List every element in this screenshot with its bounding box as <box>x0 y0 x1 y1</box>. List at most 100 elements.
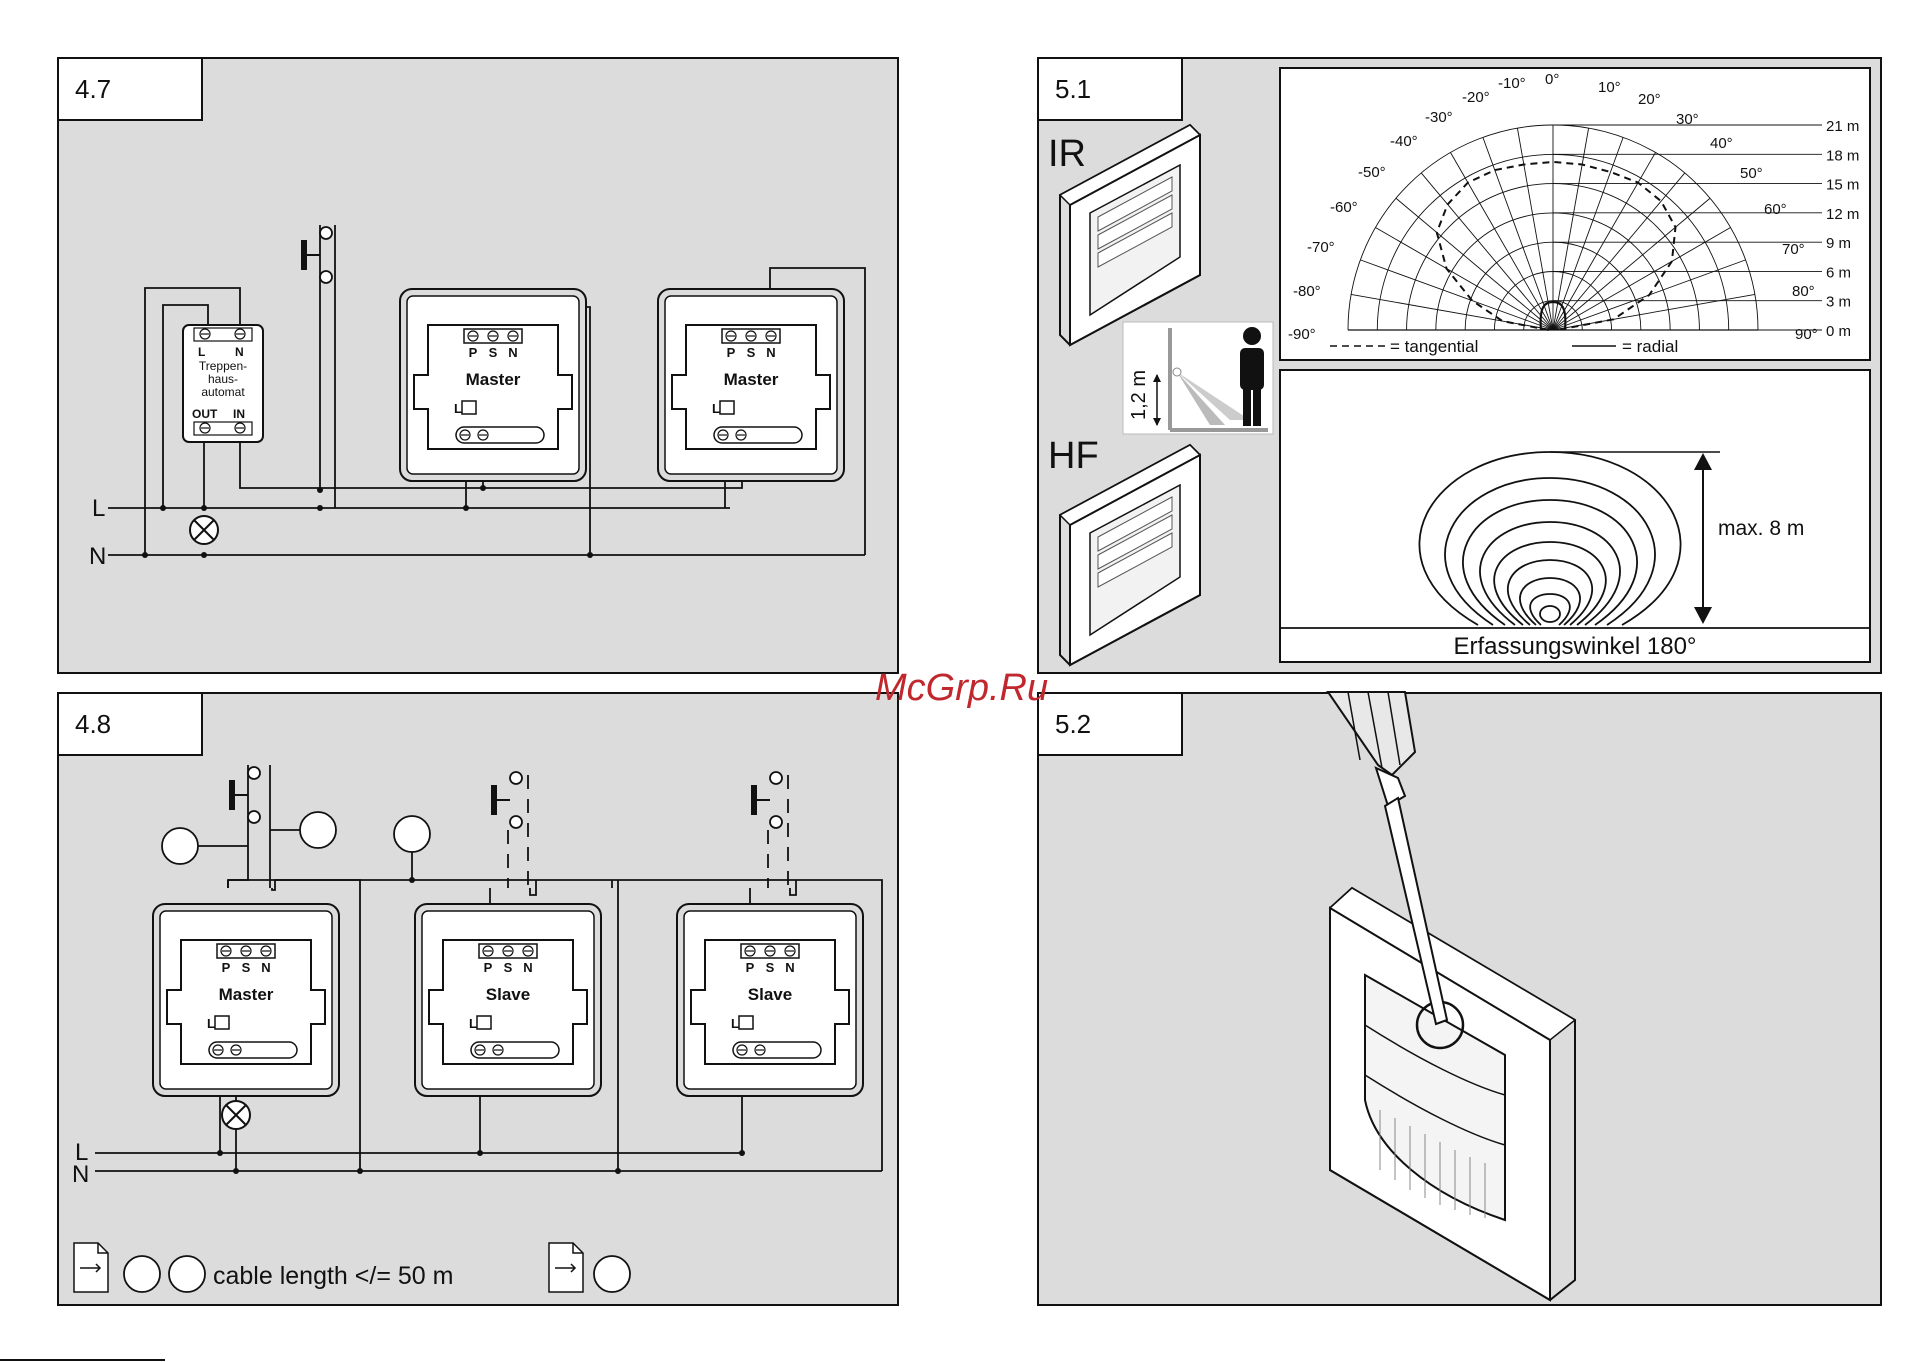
terminal-label: L <box>712 401 720 416</box>
angle-label: -60° <box>1330 199 1358 216</box>
line-N-label: N <box>72 1161 89 1188</box>
document-icon <box>548 1242 584 1293</box>
master-name: Master <box>466 370 521 389</box>
number-circle <box>168 1255 206 1293</box>
number-circle <box>593 1255 631 1293</box>
number-circle <box>393 815 431 853</box>
terminal-label: P <box>746 960 755 975</box>
panel-5-2: 5.2 <box>1037 691 1882 1306</box>
terminal-label: L <box>207 1016 215 1031</box>
terminal-label: S <box>504 960 513 975</box>
junctions-48 <box>217 877 745 1174</box>
document-icon <box>73 1242 109 1293</box>
ir-polar-chart: 21 m18 m15 m12 m9 m6 m3 m0 m-10°-20°-30°… <box>1279 67 1871 361</box>
angle-label: 80° <box>1792 283 1815 300</box>
timer-in: IN <box>233 407 245 421</box>
timer-N: N <box>235 345 244 359</box>
staircase-timer: L N Treppen- haus- automat OUT IN <box>182 324 264 443</box>
distance-label: 12 m <box>1826 206 1859 223</box>
polar-grid <box>1347 124 1822 331</box>
distance-label: 6 m <box>1826 264 1851 281</box>
angle-label: -20° <box>1462 89 1490 106</box>
angle-label: 60° <box>1764 201 1787 218</box>
terminal-label: S <box>766 960 775 975</box>
angle-label: 70° <box>1782 241 1805 258</box>
timer-name: haus- <box>208 372 238 386</box>
footer-48: cable length </= 50 m <box>73 1242 631 1293</box>
angle-label: 40° <box>1710 135 1733 152</box>
terminal-label: P <box>469 345 478 360</box>
line-L-label: L <box>75 1139 88 1166</box>
cable-length-note: cable length </= 50 m <box>213 1262 453 1290</box>
lamp-symbol <box>189 515 219 545</box>
panel-5-1: 5.1 IR HF 1,2 m 21 m18 m15 m12 m9 m6 m3 … <box>1037 57 1882 674</box>
screwdriver-illustration <box>1326 691 1449 1026</box>
number-circle <box>123 1255 161 1293</box>
wiring-47 <box>108 225 866 556</box>
angle-label: 50° <box>1740 165 1763 182</box>
terminal-label: L <box>469 1016 477 1031</box>
angle-label: -50° <box>1358 164 1386 181</box>
terminal-label: N <box>523 960 532 975</box>
panel-4-8: 4.8 <box>57 692 899 1306</box>
timer-name: automat <box>201 385 245 399</box>
angle-label: -30° <box>1425 109 1453 126</box>
terminal-label: S <box>242 960 251 975</box>
angle-label: -80° <box>1293 283 1321 300</box>
terminal-label: N <box>261 960 270 975</box>
angle-label: 20° <box>1638 91 1661 108</box>
mounted-sensor-illustration <box>1328 886 1577 1302</box>
distance-label: 15 m <box>1826 177 1859 194</box>
timer-name: Treppen- <box>199 359 247 373</box>
radial-zone <box>1539 300 1567 331</box>
number-circle <box>299 811 337 849</box>
angle-label: 0° <box>1545 71 1559 88</box>
ir-label: IR <box>1048 133 1086 175</box>
mounting-height-inset: 1,2 m <box>1122 321 1274 435</box>
hf-max-range: max. 8 m <box>1718 517 1804 540</box>
timer-L: L <box>198 345 205 359</box>
timer-out: OUT <box>192 407 218 421</box>
panel-label: 5.1 <box>1055 74 1091 104</box>
distance-label: 18 m <box>1826 147 1859 164</box>
hf-detection-angle: Erfassungswinkel 180° <box>1453 633 1696 660</box>
hf-label: HF <box>1048 435 1099 477</box>
panel-4-7: 4.7 <box>57 57 899 674</box>
distance-label: 9 m <box>1826 235 1851 252</box>
angle-label: 90° <box>1795 326 1818 343</box>
dashed-wires <box>507 775 789 888</box>
terminal-label: P <box>727 345 736 360</box>
line-N-label: N <box>89 543 106 570</box>
terminal-label: P <box>222 960 231 975</box>
terminal-label: N <box>785 960 794 975</box>
terminal-label: L <box>454 401 462 416</box>
line-L-label: L <box>92 495 105 522</box>
master-name: Master <box>219 985 274 1004</box>
terminal-label: L <box>731 1016 739 1031</box>
lamp-symbol <box>221 1100 251 1130</box>
angle-label: -40° <box>1390 133 1418 150</box>
terminal-label: S <box>489 345 498 360</box>
mounting-height-label: 1,2 m <box>1128 370 1150 420</box>
tangential-zone <box>1435 160 1677 331</box>
master-name: Master <box>724 370 779 389</box>
hf-detection-chart: max. 8 m Erfassungswinkel 180° <box>1279 369 1871 663</box>
distance-label: 21 m <box>1826 118 1859 135</box>
panel-label: 4.7 <box>75 74 111 104</box>
terminal-label: P <box>484 960 493 975</box>
terminal-label: N <box>508 345 517 360</box>
panel-label: 4.8 <box>75 709 111 739</box>
angle-label: -90° <box>1288 326 1316 343</box>
watermark-text: McGrp.Ru <box>875 667 1048 709</box>
angle-label: -70° <box>1307 239 1335 256</box>
number-circle <box>161 827 199 865</box>
angle-label: 10° <box>1598 79 1621 96</box>
panel-label: 5.2 <box>1055 709 1091 739</box>
legend-radial: = radial <box>1622 337 1678 356</box>
